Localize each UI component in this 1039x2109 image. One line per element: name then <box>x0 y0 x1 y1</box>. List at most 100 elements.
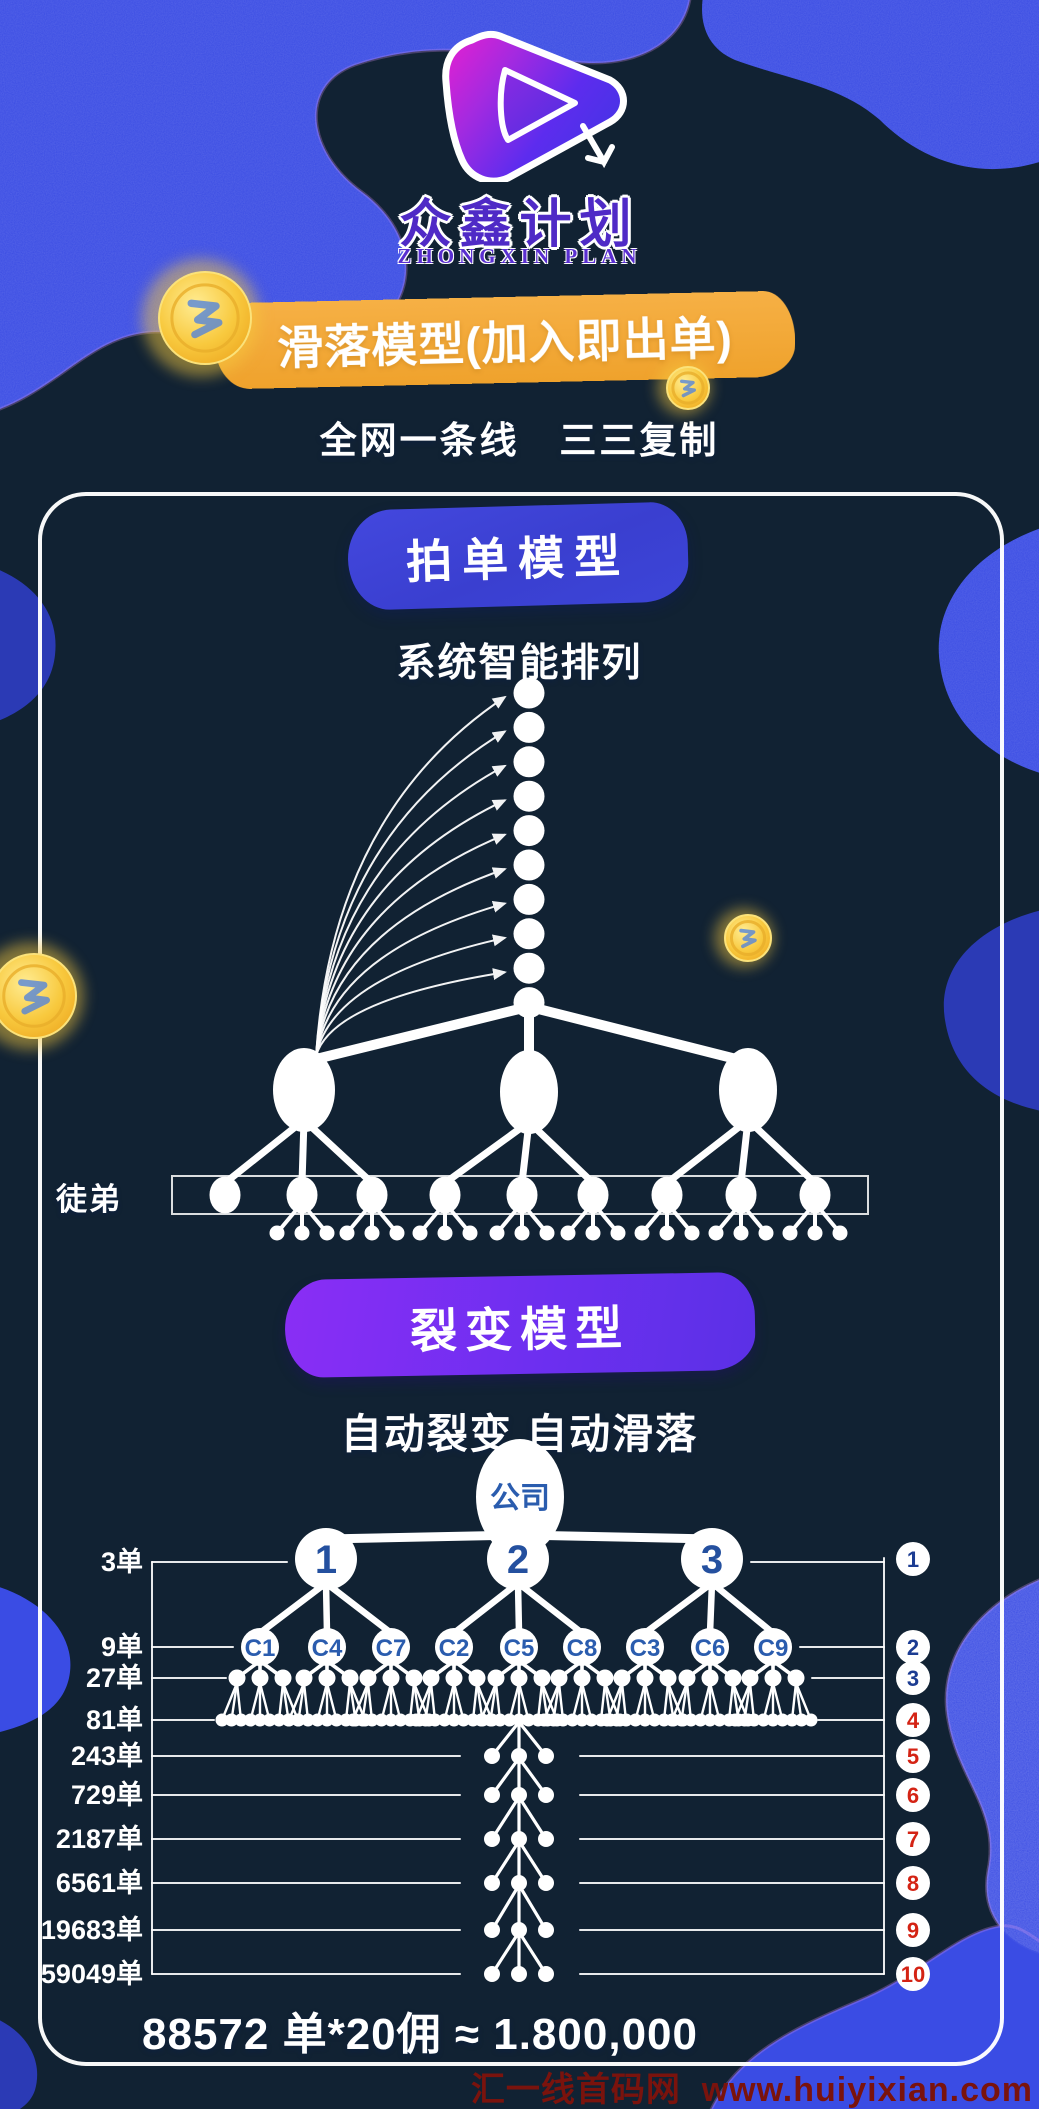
level4-node <box>804 1713 818 1727</box>
level4-node <box>629 1713 642 1727</box>
level1-branch-line <box>322 1579 395 1637</box>
fission-node <box>511 1748 527 1764</box>
level3-node <box>274 1669 292 1687</box>
level1-node <box>295 1528 357 1590</box>
level4-node <box>795 1713 808 1727</box>
apprentice-branch-line <box>744 1116 819 1187</box>
queue-node <box>513 918 545 950</box>
level-index-badge <box>896 1739 930 1773</box>
apprentice-branch-line <box>737 1116 752 1187</box>
fission-node <box>538 1922 554 1938</box>
level3-node <box>573 1669 591 1687</box>
leaf-node <box>560 1225 576 1241</box>
coin-icon-ring <box>170 283 240 353</box>
level4-node <box>493 1713 507 1727</box>
level4-node <box>638 1713 652 1727</box>
logo-play-icon <box>497 67 578 143</box>
level3-branch-line <box>733 1681 752 1722</box>
level1-branch-line <box>256 1579 330 1637</box>
level3-node <box>636 1669 654 1687</box>
fission-branch-line <box>490 1883 521 1932</box>
level4-node <box>619 1713 633 1727</box>
level4-node <box>585 1713 598 1727</box>
level-index-number: 7 <box>907 1827 919 1852</box>
level3-node <box>228 1669 246 1687</box>
level3-node <box>659 1669 677 1687</box>
logo-arrow-tail <box>580 123 615 169</box>
level4-node <box>512 1713 526 1727</box>
level4-node <box>311 1713 324 1727</box>
level2-label: C5 <box>504 1635 535 1662</box>
fission-node <box>511 1875 527 1891</box>
fission-node <box>511 1922 527 1938</box>
fission-branch-line <box>490 1930 521 1976</box>
level1-branch-line <box>450 1579 522 1637</box>
queue-node <box>513 780 545 812</box>
apprentice-node <box>506 1176 538 1214</box>
level2-label: C2 <box>439 1635 470 1662</box>
level3-node <box>701 1669 719 1687</box>
level3-node <box>251 1669 269 1687</box>
level2-node <box>626 1628 664 1666</box>
captain-node <box>719 1048 777 1132</box>
level4-node <box>394 1713 407 1727</box>
promotion-arrow <box>315 900 507 1057</box>
level3-node <box>382 1669 400 1687</box>
level3-branch-line <box>479 1681 498 1722</box>
fission-node <box>538 1831 554 1847</box>
level2-label: C3 <box>630 1635 661 1662</box>
level3-node <box>341 1669 359 1687</box>
level3-node <box>359 1669 377 1687</box>
apprentice-node <box>286 1176 318 1214</box>
fission-node <box>538 1966 554 1982</box>
leaf-node <box>539 1225 555 1241</box>
fission-node <box>484 1787 500 1803</box>
promotion-arrow <box>315 799 507 1057</box>
coin-icon-symbol <box>18 979 50 1015</box>
gold-coins <box>0 259 774 1050</box>
level-index-number: 10 <box>901 1962 925 1987</box>
level3-node <box>405 1669 423 1687</box>
level4-node <box>375 1713 388 1727</box>
apprentice-node <box>356 1176 388 1214</box>
coin-icon-ring <box>2 964 66 1028</box>
level3-node <box>550 1669 568 1687</box>
level3-branch-line <box>794 1681 813 1722</box>
leaf-node <box>634 1225 650 1241</box>
level4-node <box>566 1713 579 1727</box>
leaf-node <box>684 1225 700 1241</box>
queue-node <box>513 987 545 1019</box>
level4-node <box>330 1713 343 1727</box>
level4-node <box>728 1713 742 1727</box>
coin-icon-symbol <box>187 299 223 339</box>
fission-node <box>511 1831 527 1847</box>
coin-icon-symbol <box>739 928 757 949</box>
leaf-node <box>659 1225 675 1241</box>
fission-node <box>511 1966 527 1982</box>
level4-node <box>694 1713 707 1727</box>
level-index-badge <box>896 1913 930 1947</box>
fission-node <box>511 1787 527 1803</box>
apprentice-branch-line <box>441 1118 533 1187</box>
fission-node <box>538 1875 554 1891</box>
apprentice-node <box>799 1176 831 1214</box>
level2-label: C7 <box>376 1635 407 1662</box>
logo-icon <box>442 30 627 182</box>
leaf-node <box>832 1225 848 1241</box>
fission-node <box>484 1748 500 1764</box>
level3-node <box>422 1669 440 1687</box>
level4-node <box>766 1713 780 1727</box>
level-index-badge <box>896 1630 930 1664</box>
level2-label: C8 <box>567 1635 598 1662</box>
level3-node <box>741 1669 759 1687</box>
level4-node <box>447 1713 461 1727</box>
promotion-arrow <box>315 730 507 1057</box>
fission-branch-line <box>517 1883 548 1932</box>
level1-branch-line <box>514 1579 586 1637</box>
apprentice-branch-line <box>300 1116 376 1187</box>
queue-node <box>513 677 545 709</box>
level3-node <box>318 1669 336 1687</box>
level-index-badge <box>896 1957 930 1991</box>
